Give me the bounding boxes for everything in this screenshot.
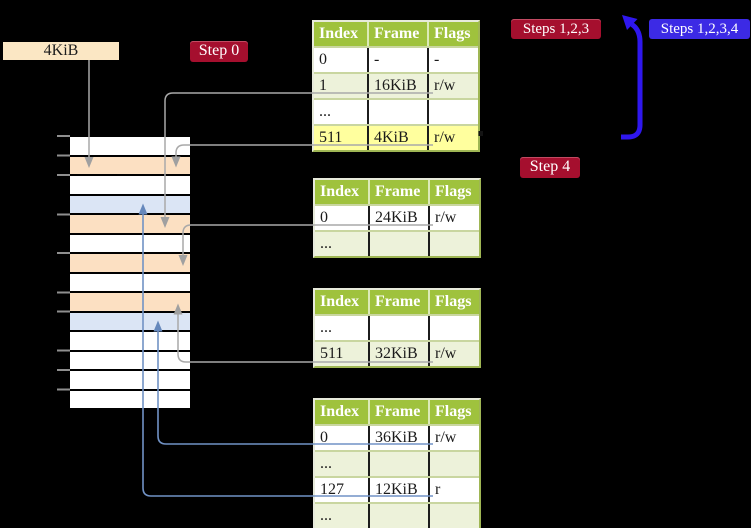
table-row: 127 12KiB r — [315, 476, 479, 502]
cell-frame — [368, 452, 428, 476]
cell-index: 127 — [320, 481, 344, 498]
col-header-index: Index — [320, 293, 360, 310]
memory-row-2 — [70, 156, 190, 174]
col-header-frame: Frame — [368, 180, 428, 204]
table-row: ... — [314, 98, 478, 124]
col-header-index: Index — [320, 403, 360, 420]
cell-frame — [368, 504, 428, 528]
col-header-flags: Flags — [428, 180, 479, 204]
cell-flags: r/w — [427, 126, 478, 150]
memory-row-9 — [70, 293, 190, 311]
cell-frame: 16KiB — [367, 74, 427, 98]
col-header-flags: Flags — [427, 22, 478, 46]
memory-row-8 — [70, 273, 190, 291]
memory-row-1 — [70, 137, 190, 155]
col-header-flags: Flags — [428, 400, 479, 424]
step4-badge: Step 4 — [520, 157, 580, 178]
cell-index: ... — [320, 455, 332, 472]
cell-index: ... — [320, 319, 332, 336]
cell-flags: - — [427, 48, 478, 72]
table-row-highlighted: 511 4KiB r/w — [314, 124, 478, 150]
table-row: ... — [315, 230, 479, 256]
cell-frame: 32KiB — [368, 342, 428, 366]
cell-flags: r — [428, 478, 479, 502]
table-row: 0 24KiB r/w — [315, 204, 479, 230]
frame-size-label: 4KiB — [3, 42, 119, 60]
cell-index: 0 — [320, 209, 328, 226]
page-table-3: Index Frame Flags ... 511 32KiB r/w — [313, 288, 481, 368]
steps-123-badge: Steps 1,2,3 — [511, 19, 601, 39]
memory-row-7 — [70, 254, 190, 272]
memory-row-5 — [70, 215, 190, 233]
memory-row-10 — [70, 312, 190, 330]
memory-row-6 — [70, 234, 190, 252]
cell-flags — [428, 504, 479, 528]
big-blue-loop-arrow — [621, 15, 643, 140]
cell-index: 0 — [319, 51, 327, 68]
memory-row-13 — [70, 371, 190, 389]
cell-frame: 12KiB — [368, 478, 428, 502]
memory-row-14 — [70, 390, 190, 408]
memory-row-12 — [70, 351, 190, 369]
table-row: 1 16KiB r/w — [314, 72, 478, 98]
cell-index: 1 — [319, 77, 327, 94]
page-table-4: Index Frame Flags 0 36KiB r/w ... 127 12… — [313, 398, 481, 528]
page-table-1: Index Frame Flags 0 - - 1 16KiB r/w ... … — [312, 20, 480, 152]
cell-frame: - — [367, 48, 427, 72]
cell-frame: 36KiB — [368, 426, 428, 450]
page-table-2: Index Frame Flags 0 24KiB r/w ... — [313, 178, 481, 258]
cell-flags: r/w — [428, 342, 479, 366]
table-header-row: Index Frame Flags — [315, 180, 479, 204]
cell-index: ... — [320, 507, 332, 524]
col-header-flags: Flags — [428, 290, 479, 314]
cell-flags — [428, 232, 479, 256]
cell-frame — [368, 232, 428, 256]
table-row: 0 36KiB r/w — [315, 424, 479, 450]
table-row: 511 32KiB r/w — [315, 340, 479, 366]
col-header-frame: Frame — [368, 400, 428, 424]
cell-index: 0 — [320, 429, 328, 446]
cell-flags: r/w — [428, 426, 479, 450]
table-row: ... — [315, 314, 479, 340]
cell-frame — [368, 316, 428, 340]
steps-1234-badge: Steps 1,2,3,4 — [649, 19, 750, 39]
table-header-row: Index Frame Flags — [315, 400, 479, 424]
cell-index: ... — [320, 235, 332, 252]
table-row: ... — [315, 450, 479, 476]
col-header-index: Index — [320, 183, 360, 200]
cell-index: 511 — [314, 126, 367, 150]
memory-row-3 — [70, 176, 190, 194]
cell-index: ... — [319, 103, 331, 120]
cell-flags: r/w — [428, 206, 479, 230]
cell-flags — [428, 452, 479, 476]
table-header-row: Index Frame Flags — [315, 290, 479, 314]
col-header-index: Index — [319, 25, 359, 42]
memory-row-11 — [70, 332, 190, 350]
table-row: ... — [315, 502, 479, 528]
memory-tick-marks — [57, 135, 70, 391]
memory-row-4 — [70, 195, 190, 213]
col-header-frame: Frame — [367, 22, 427, 46]
cell-frame — [367, 100, 427, 124]
cell-frame: 4KiB — [367, 126, 427, 150]
table-header-row: Index Frame Flags — [314, 22, 478, 46]
cell-flags — [427, 100, 478, 124]
cell-flags: r/w — [427, 74, 478, 98]
cell-index: 511 — [320, 345, 344, 362]
cell-flags — [428, 316, 479, 340]
col-header-frame: Frame — [368, 290, 428, 314]
table-row: 0 - - — [314, 46, 478, 72]
cell-frame: 24KiB — [368, 206, 428, 230]
step0-badge: Step 0 — [190, 41, 248, 62]
